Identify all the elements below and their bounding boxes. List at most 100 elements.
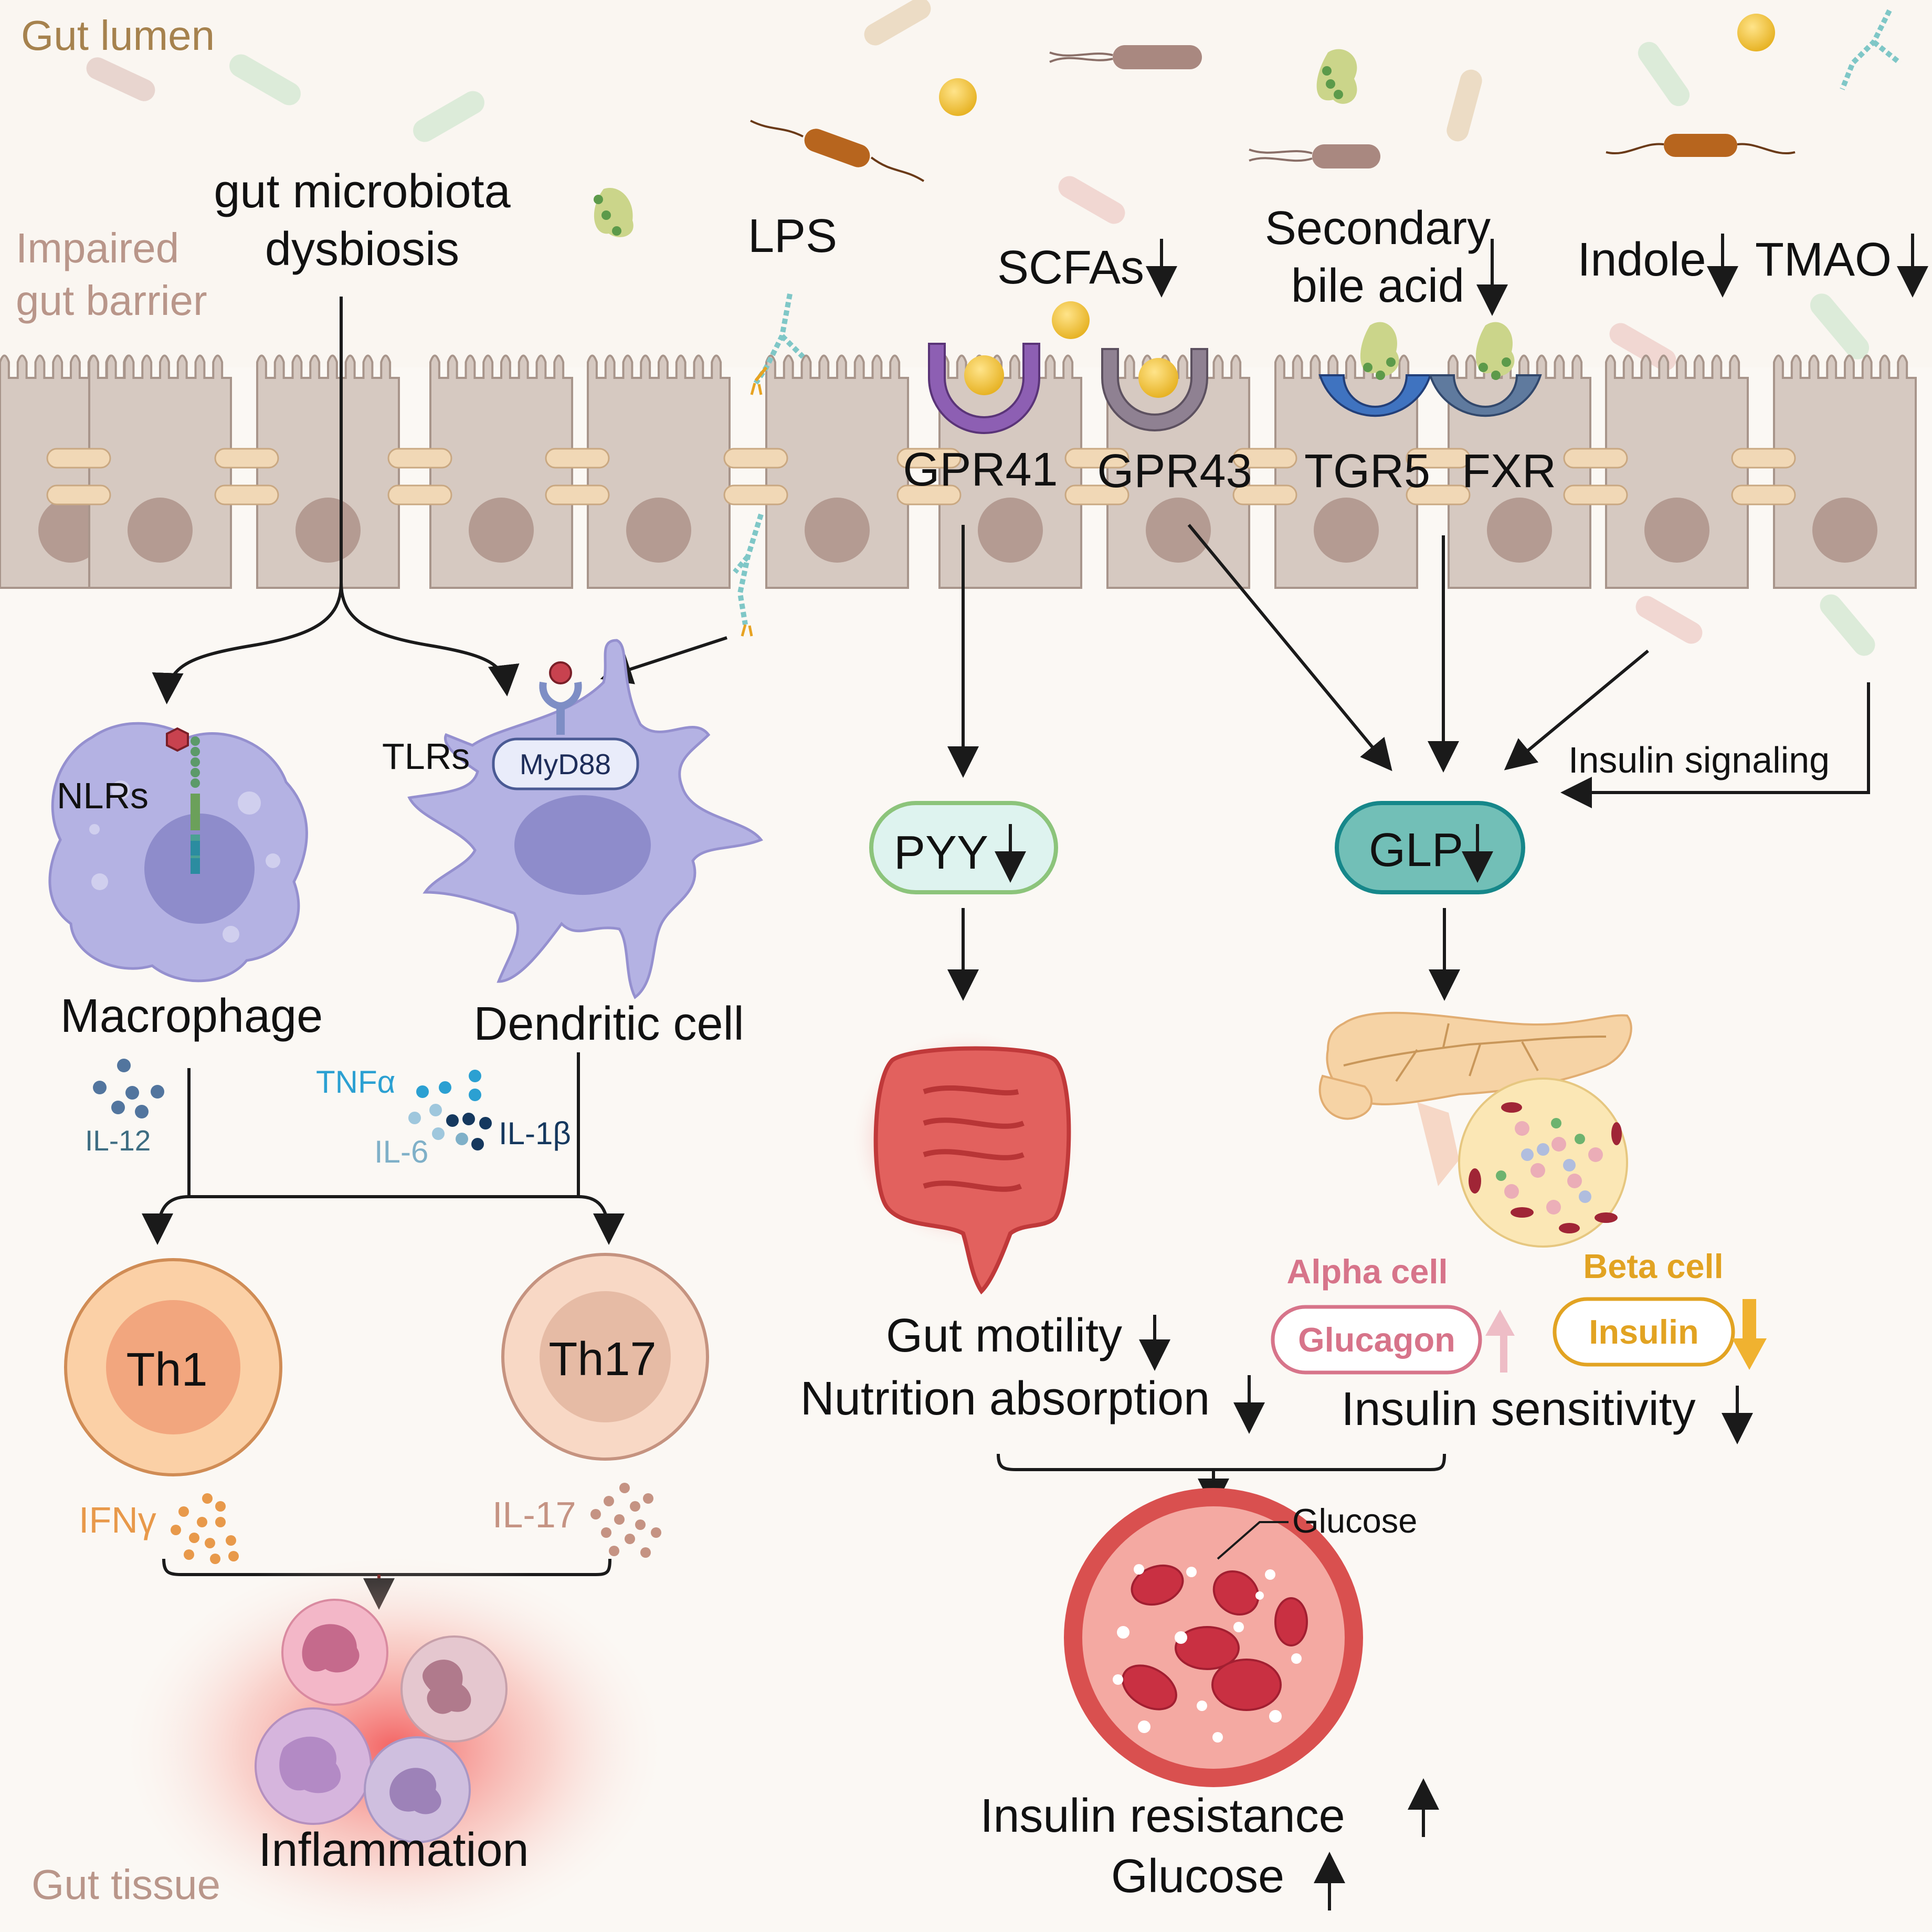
tight-junction (1406, 448, 1471, 469)
tight-junction (46, 448, 111, 469)
epithelial-cell (1605, 354, 1749, 589)
decrease-arrows-top (1146, 234, 1928, 316)
tight-junction (896, 448, 962, 469)
th17-cell (501, 1253, 709, 1461)
insulin-label: Insulin (1589, 1313, 1698, 1351)
glp-label: GLP (1369, 824, 1463, 877)
epithelial-cell (587, 354, 731, 589)
tight-junction (1406, 484, 1471, 505)
tmao-label: TMAO (1755, 234, 1892, 286)
text-line: gut microbiota (214, 165, 511, 218)
tight-junction (896, 484, 962, 505)
ifng-label: IFNγ (79, 1500, 156, 1540)
glucagon-badge (1271, 1305, 1482, 1375)
text-line: gut barrier (16, 277, 207, 324)
fxr-receptor-icon (1429, 374, 1542, 417)
tlrs-label: TLRs (382, 736, 470, 777)
myd88-label: MyD88 (520, 748, 611, 780)
tight-junction (1731, 484, 1796, 505)
epithelial-cell (938, 354, 1082, 589)
blood-vessel-icon (1064, 1488, 1363, 1787)
tight-junction (1064, 448, 1129, 469)
text-line: dysbiosis (265, 223, 459, 276)
lps-label: LPS (748, 210, 837, 262)
glucose-label: Glucose (1111, 1850, 1284, 1903)
epithelial-cell (1773, 354, 1917, 589)
insulin-resistance-label: Insulin resistance (980, 1790, 1345, 1842)
dendritic-cell-label: Dendritic cell (473, 998, 744, 1050)
inflammation-glow (115, 1548, 672, 1932)
glucagon-increase-arrow (1485, 1310, 1515, 1373)
il1b-label: IL-1β (499, 1116, 571, 1151)
tlr-receptor-icon (539, 661, 582, 735)
insulin-decrease-arrow (1732, 1299, 1767, 1370)
epithelial-cell (429, 354, 573, 589)
th1-label: Th1 (126, 1344, 207, 1396)
tight-junction (545, 484, 610, 505)
inflammation-label: Inflammation (258, 1824, 529, 1876)
epithelial-cell (88, 354, 232, 589)
intestine-icon (850, 1029, 1081, 1295)
th-arrows (142, 1052, 625, 1245)
macrophage-cell (48, 722, 308, 983)
tight-junction (387, 448, 452, 469)
th17-label: Th17 (548, 1333, 656, 1386)
nlr-receptor-icon (191, 736, 200, 874)
il6-label: IL-6 (374, 1134, 428, 1169)
nlrs-label: NLRs (57, 775, 149, 816)
tight-junction (46, 484, 111, 505)
text-line: Impaired (16, 225, 179, 271)
il17-label: IL-17 (492, 1494, 576, 1535)
th1-cell (64, 1258, 282, 1476)
tight-junction (1232, 484, 1297, 505)
lumen-background (0, 0, 1932, 367)
tight-junction (723, 484, 788, 505)
region-lumen-label: Gut lumen (21, 12, 215, 59)
gpr41-receptor-icon (928, 343, 1040, 434)
neutrophil-cells (255, 1599, 508, 1843)
tnfa-label: TNFα (316, 1064, 395, 1100)
insulin-badge (1553, 1297, 1735, 1367)
scfa-receptors (928, 343, 1208, 434)
nutrition-absorption-label: Nutrition absorption (800, 1373, 1210, 1425)
gpr43-receptor-icon (1101, 348, 1208, 431)
il17-dots (590, 1483, 661, 1558)
tight-junction (1563, 484, 1628, 505)
ifng-dots (171, 1493, 239, 1564)
dendritic-cell: MyD88 (407, 639, 763, 999)
tight-junction (214, 448, 279, 469)
epithelium-layer (0, 354, 1917, 589)
tight-junction (214, 484, 279, 505)
indole-label: Indole (1577, 234, 1706, 286)
pancreas-icon (1318, 1011, 1632, 1248)
tight-junction (1563, 448, 1628, 469)
scfas-label: SCFAs (997, 241, 1144, 294)
glucagon-label: Glucagon (1298, 1321, 1455, 1359)
gpr41-label: GPR41 (903, 444, 1058, 496)
insulin-signaling-label: Insulin signaling (1568, 740, 1830, 780)
pyy-label: PYY (894, 827, 988, 879)
gut-motility-label: Gut motility (886, 1310, 1122, 1362)
tnfa-il6-il1b-dots (408, 1070, 492, 1150)
gpr43-label: GPR43 (1097, 445, 1252, 498)
tight-junction (1731, 448, 1796, 469)
bile-acid-receptors (1318, 322, 1542, 417)
lps-molecules (733, 293, 805, 637)
alpha-cell-label: Alpha cell (1286, 1252, 1448, 1291)
tight-junction (1064, 484, 1129, 505)
region-barrier-label: Impaired gut barrier (16, 225, 207, 324)
tight-junction (723, 448, 788, 469)
epithelial-cell (256, 354, 400, 589)
insulin-sensitivity-label: Insulin sensitivity (1341, 1383, 1695, 1435)
tight-junction (1232, 448, 1297, 469)
il12-dots (93, 1059, 164, 1118)
tight-junction (545, 448, 610, 469)
tight-junction (387, 484, 452, 505)
tgr5-label: TGR5 (1304, 445, 1430, 498)
glucose-callout-label: Glucose (1292, 1502, 1417, 1540)
beta-cell-label: Beta cell (1583, 1247, 1723, 1285)
il12-label: IL-12 (85, 1124, 151, 1157)
